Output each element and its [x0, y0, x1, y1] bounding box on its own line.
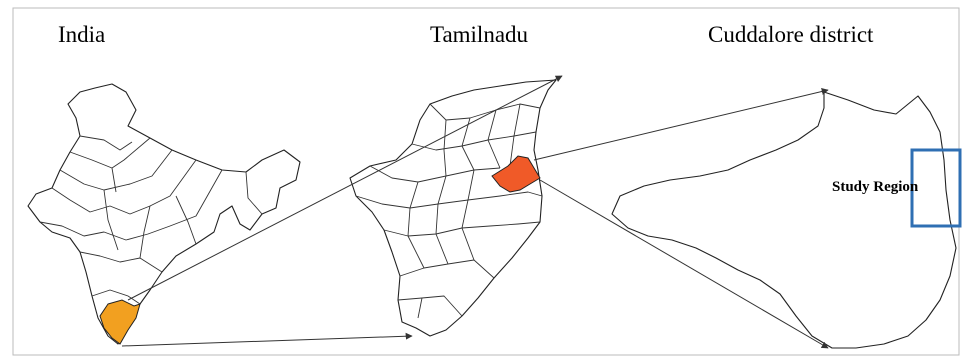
india-map: [27, 83, 301, 345]
arrow-tamilnadu-to-cuddalore-bottom: [539, 179, 829, 349]
arrow-india-to-tamilnadu-bottom: [121, 332, 413, 347]
cuddalore-outline: [611, 91, 957, 349]
arrow-india-to-tamilnadu-top: [127, 75, 563, 301]
tamilnadu-highlight-in-india: [99, 299, 141, 345]
title-tamilnadu: Tamilnadu: [430, 22, 529, 47]
tamilnadu-map: [349, 79, 557, 337]
connector-arrows: [121, 75, 829, 349]
cuddalore-highlight-in-tamilnadu: [491, 155, 541, 193]
study-region-label: Study Region: [832, 179, 919, 195]
study-region-box: [910, 148, 962, 228]
india-outline: [27, 83, 301, 345]
title-cuddalore-district: Cuddalore district: [708, 22, 874, 47]
cuddalore-district-map: Study Region: [611, 91, 962, 349]
tamilnadu-outline: [349, 79, 557, 337]
arrow-tamilnadu-to-cuddalore-top: [533, 88, 829, 161]
title-india: India: [58, 22, 105, 47]
